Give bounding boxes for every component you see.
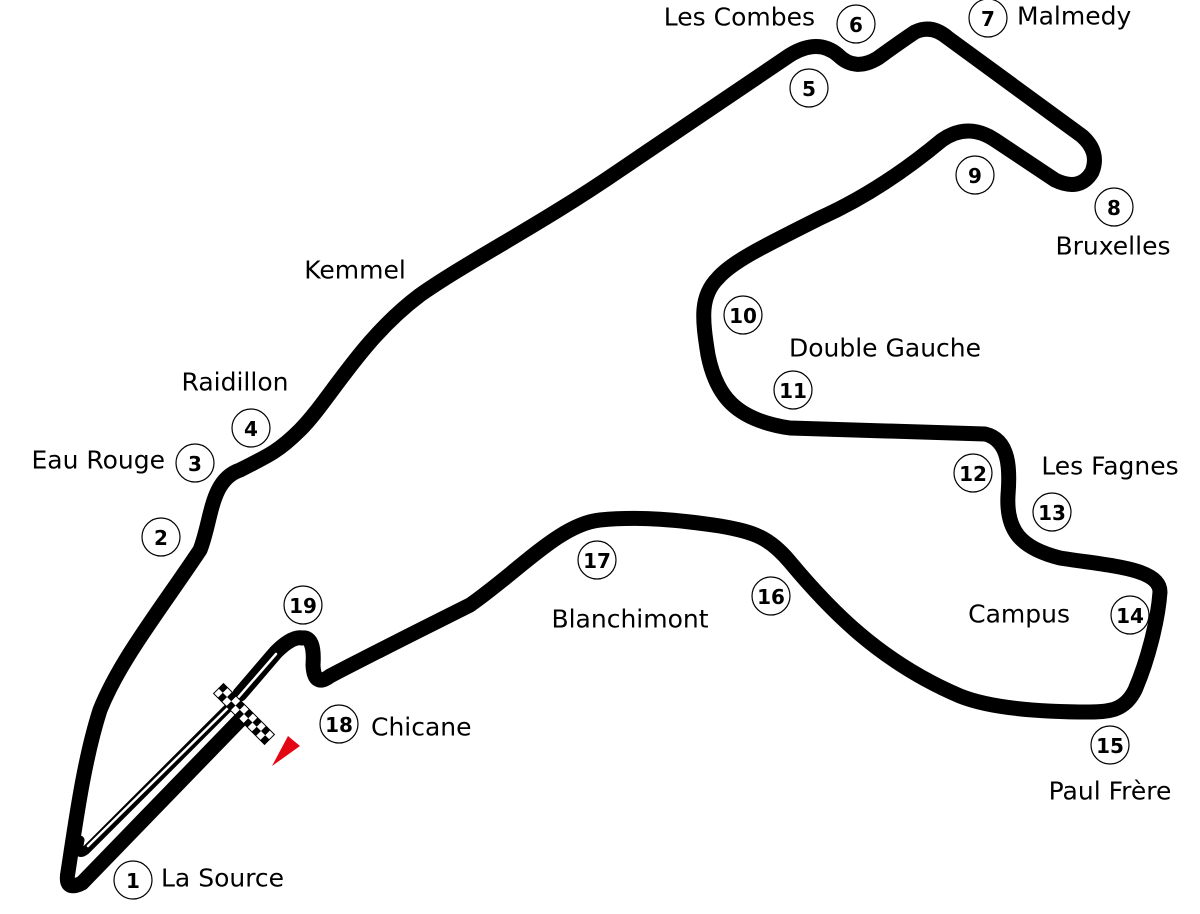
turn-number: 6: [849, 13, 863, 37]
turn-number-circle: [955, 155, 995, 195]
turn-number-circle: [789, 68, 829, 108]
turn-number: 8: [1107, 196, 1121, 220]
turn-marker: 16: [751, 576, 791, 616]
turn-number: 11: [779, 379, 807, 403]
turn-number-circle: [577, 540, 617, 580]
pit-lane: [74, 655, 275, 857]
turn-marker: 11 Double Gauche: [773, 334, 981, 410]
turn-name-label: Campus: [968, 600, 1070, 629]
section-label: Kemmel: [304, 256, 406, 285]
turn-marker: 14 Campus: [968, 595, 1150, 635]
turn-number-circle: [723, 295, 763, 335]
turn-number-circle: [1032, 492, 1072, 532]
turn-number: 7: [981, 7, 995, 31]
turn-number: 17: [583, 549, 611, 573]
checkered-square: [251, 726, 261, 736]
checkered-square: [244, 709, 254, 719]
turn-number: 19: [289, 594, 317, 618]
turn-marker: 7 Malmedy: [968, 0, 1131, 38]
turn-number: 12: [959, 462, 987, 486]
turn-name-label: Chicane: [371, 713, 472, 742]
checkered-square: [243, 718, 253, 728]
turn-marker: 9: [955, 155, 995, 195]
turn-name-label: Raidillon: [182, 368, 289, 397]
turn-number-circle: [1094, 187, 1134, 227]
turn-number-circle: [113, 860, 153, 900]
turn-marker: 2: [141, 517, 181, 557]
turn-number: 4: [244, 417, 258, 441]
turn-number-circle: [836, 4, 876, 44]
turn-marker: 5: [789, 68, 829, 108]
turn-number-circle: [231, 408, 271, 448]
turn-number-circle: [319, 704, 359, 744]
checkered-flag-icon: [212, 682, 276, 746]
turn-marker: 12: [953, 453, 993, 493]
turn-number-circle: [968, 0, 1008, 38]
turn-number: 10: [729, 304, 757, 328]
turn-number-circle: [141, 517, 181, 557]
turn-number: 5: [802, 77, 816, 101]
checkered-square: [260, 735, 270, 745]
checkered-square: [252, 717, 262, 727]
turn-marker: 10: [723, 295, 763, 335]
turn-name-label: Les Fagnes: [1041, 452, 1178, 481]
checkered-square: [234, 709, 244, 719]
turn-number: 18: [325, 713, 353, 737]
turn-number: 1: [126, 869, 140, 893]
turn-name-label: La Source: [161, 864, 284, 893]
turn-marker: 6 Les Combes: [664, 3, 876, 44]
turn-number: 14: [1116, 604, 1144, 628]
turn-number-circle: [773, 370, 813, 410]
turn-marker: 19: [283, 585, 323, 625]
turn-name-label: Bruxelles: [1056, 232, 1171, 261]
turn-number: 15: [1096, 734, 1124, 758]
turn-number: 13: [1038, 501, 1066, 525]
checkered-square: [226, 701, 236, 711]
turn-number-circle: [1110, 595, 1150, 635]
checkered-square: [218, 683, 228, 693]
turn-name-label: Malmedy: [1017, 2, 1131, 31]
direction-arrow-icon: [272, 736, 300, 766]
turn-marker: 13 Les Fagnes: [1032, 452, 1179, 532]
checkered-square: [235, 700, 245, 710]
checkered-square: [227, 692, 237, 702]
turn-marker: 1 La Source: [113, 860, 284, 900]
turn-name-label: Eau Rouge: [31, 446, 165, 475]
turn-number: 9: [968, 164, 982, 188]
turn-number: 3: [188, 452, 202, 476]
turn-number: 2: [154, 526, 168, 550]
turn-number-circle: [175, 443, 215, 483]
turn-marker: 4 Raidillon: [182, 368, 289, 448]
turn-number-circle: [1090, 725, 1130, 765]
turn-name-label: Les Combes: [664, 3, 815, 32]
turn-name-label: Paul Frère: [1049, 777, 1172, 806]
checkered-square: [260, 726, 271, 736]
checkered-square: [217, 692, 228, 702]
turn-name-label: Blanchimont: [551, 605, 708, 634]
turn-number-circle: [751, 576, 791, 616]
turn-name-label: Double Gauche: [789, 334, 981, 363]
turn-marker: 18 Chicane: [319, 704, 472, 744]
turn-marker: 3 Eau Rouge: [31, 443, 215, 483]
turn-number-circle: [283, 585, 323, 625]
track-outline: [59, 21, 1168, 894]
turn-number: 16: [757, 585, 785, 609]
turn-number-circle: [953, 453, 993, 493]
